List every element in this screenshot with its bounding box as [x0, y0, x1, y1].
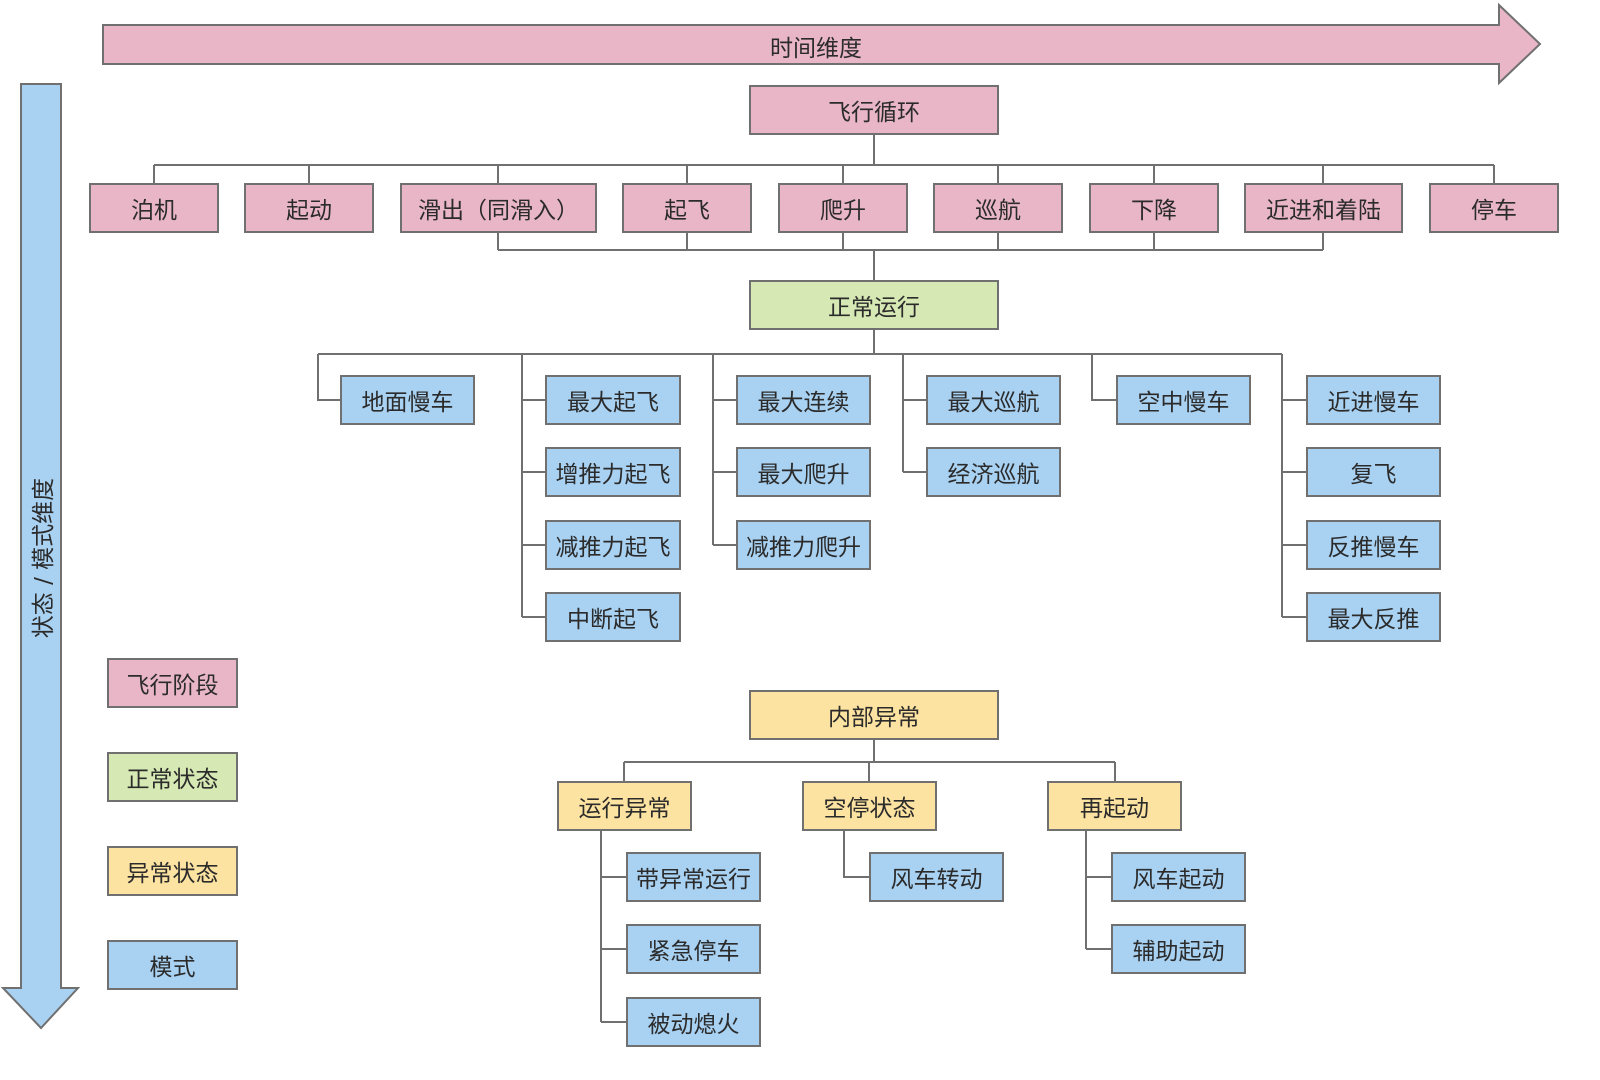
phase-node: 起动 — [244, 183, 374, 233]
phase-node: 爬升 — [778, 183, 908, 233]
flight-cycle-node: 飞行循环 — [749, 85, 999, 135]
mode-node: 中断起飞 — [545, 592, 681, 642]
abnormal-group-node: 空停状态 — [802, 781, 937, 831]
phase-node: 起飞 — [622, 183, 752, 233]
mode-node: 风车起动 — [1111, 852, 1246, 902]
phase-node: 停车 — [1429, 183, 1559, 233]
mode-node: 增推力起飞 — [545, 447, 681, 497]
mode-node: 地面慢车 — [340, 375, 475, 425]
state-axis-arrow — [0, 83, 81, 1030]
mode-node: 被动熄火 — [626, 997, 761, 1047]
phase-node: 滑出（同滑入） — [400, 183, 597, 233]
phase-node: 巡航 — [933, 183, 1063, 233]
mode-node: 风车转动 — [869, 852, 1004, 902]
mode-node: 经济巡航 — [926, 447, 1061, 497]
legend-normal-state: 正常状态 — [107, 752, 238, 802]
mode-node: 减推力爬升 — [736, 520, 871, 570]
mode-node: 最大巡航 — [926, 375, 1061, 425]
time-axis-arrow — [102, 2, 1542, 86]
internal-abnormal-node: 内部异常 — [749, 690, 999, 740]
mode-node: 紧急停车 — [626, 924, 761, 974]
phase-node: 近进和着陆 — [1244, 183, 1403, 233]
phase-node: 下降 — [1089, 183, 1219, 233]
abnormal-group-node: 运行异常 — [557, 781, 692, 831]
mode-node: 复飞 — [1306, 447, 1441, 497]
phase-node: 泊机 — [89, 183, 219, 233]
mode-node: 最大爬升 — [736, 447, 871, 497]
legend-abnormal-state: 异常状态 — [107, 846, 238, 896]
normal-operation-node: 正常运行 — [749, 280, 999, 330]
abnormal-group-node: 再起动 — [1047, 781, 1182, 831]
mode-node: 空中慢车 — [1116, 375, 1251, 425]
legend-flight-phase: 飞行阶段 — [107, 658, 238, 708]
mode-node: 近进慢车 — [1306, 375, 1441, 425]
legend-mode: 模式 — [107, 940, 238, 990]
mode-node: 最大反推 — [1306, 592, 1441, 642]
mode-node: 带异常运行 — [626, 852, 761, 902]
state-axis-label: 状态 / 模式维度 — [31, 477, 57, 639]
time-axis-label: 时间维度 — [770, 36, 862, 62]
mode-node: 减推力起飞 — [545, 520, 681, 570]
mode-node: 最大连续 — [736, 375, 871, 425]
mode-node: 辅助起动 — [1111, 924, 1246, 974]
mode-node: 最大起飞 — [545, 375, 681, 425]
mode-node: 反推慢车 — [1306, 520, 1441, 570]
